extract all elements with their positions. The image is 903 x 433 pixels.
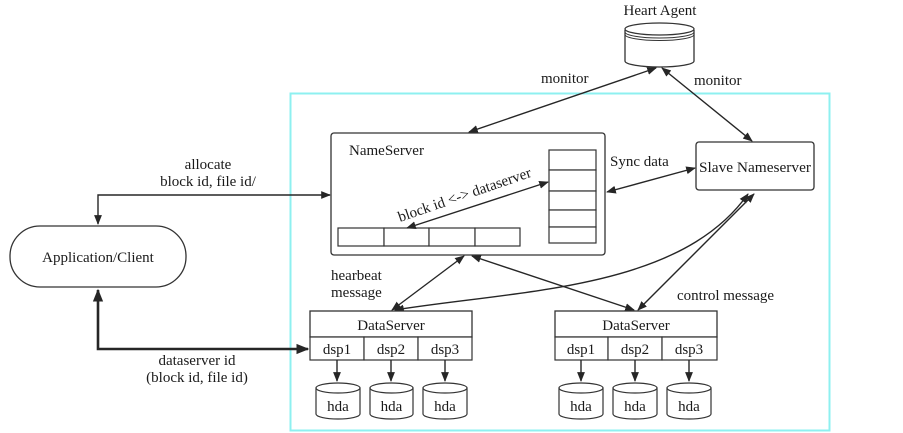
sync-data-arrow [606,166,696,194]
heartbeat-label-line1: hearbeat [331,268,383,284]
partition-label: dsp1 [323,342,351,358]
disk-icon: hda [558,382,604,420]
application-client-label: Application/Client [42,250,154,266]
block-table [337,227,521,247]
monitor-arrow-slave [661,67,753,142]
sync-data-label: Sync data [610,154,669,170]
name-server-label: NameServer [349,143,424,159]
data-server-1-disks: hda hda hda [315,360,468,420]
dataserver-id-label-line1: dataserver id [158,353,236,369]
svg-text:hda: hda [678,399,700,415]
control-message-label: control message [677,288,774,304]
disk-icon: hda [369,382,414,420]
control-message-arrow [637,193,755,311]
nameserver-dataserver2-arrow [471,255,635,311]
svg-text:hda: hda [624,399,646,415]
disk-icon: hda [422,382,468,420]
partition-label: dsp2 [377,342,405,358]
partition-label: dsp3 [431,342,459,358]
slave-nameserver-label: Slave Nameserver [699,160,811,176]
data-server-2-disks: hda hda hda [558,360,712,420]
svg-text:hda: hda [570,399,592,415]
data-server-2[interactable]: DataServer dsp1 dsp2 dsp3 [554,310,718,361]
svg-text:hda: hda [434,399,456,415]
allocate-arrow [94,191,331,225]
data-server-label: DataServer [357,318,424,334]
monitor-arrow-nameserver [468,67,657,133]
database-icon [624,22,695,68]
dataserver-id-arrow [92,288,310,355]
disk-icon: hda [315,382,361,420]
heart-agent-label: Heart Agent [624,3,698,19]
svg-text:hda: hda [327,399,349,415]
partition-label: dsp3 [675,342,703,358]
name-server[interactable]: NameServer block id <-> dataserver [330,132,606,256]
data-server-label: DataServer [602,318,669,334]
monitor-label-right: monitor [694,73,742,89]
svg-text:hda: hda [381,399,403,415]
disk-icon: hda [612,382,658,420]
application-client[interactable]: Application/Client [9,225,187,288]
dataserver-id-label-line2: (block id, file id) [146,370,248,386]
disk-icon: hda [666,382,712,420]
monitor-label-left: monitor [541,71,589,87]
slave-nameserver[interactable]: Slave Nameserver [695,141,815,191]
heart-agent[interactable]: Heart Agent [624,3,698,68]
allocate-label-line1: allocate [185,157,232,173]
partition-label: dsp2 [621,342,649,358]
dataserver-table [548,149,597,244]
partition-label: dsp1 [567,342,595,358]
heartbeat-label-line2: message [331,285,382,301]
allocate-label-line2: block id, file id/ [160,174,257,190]
data-server-1[interactable]: DataServer dsp1 dsp2 dsp3 [309,310,473,361]
